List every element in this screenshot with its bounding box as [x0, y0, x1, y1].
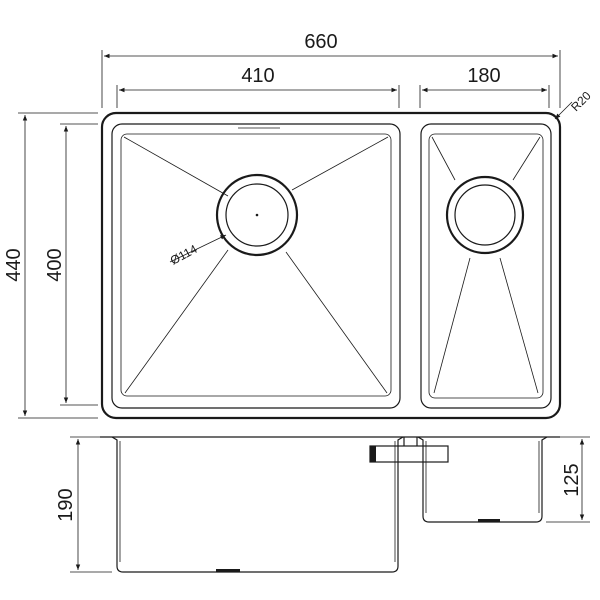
small-drain-outer	[445, 175, 525, 255]
small-bowl-width-label: 180	[467, 65, 500, 87]
main-drain-inner	[225, 183, 289, 247]
overall-depth-label: 440	[3, 248, 25, 281]
small-bowl	[420, 123, 552, 409]
drain-diameter-label: Ø114	[168, 242, 200, 268]
overflow-pipe	[369, 445, 449, 463]
main-drain-outer	[215, 173, 299, 257]
main-bowl: Ø114	[111, 123, 401, 409]
corner-radius-label: R20	[568, 88, 594, 114]
side-dimensions: 190 125	[55, 436, 590, 573]
top-view: Ø114	[100, 111, 562, 420]
bowl-depth-label: 400	[44, 248, 66, 281]
small-bowl-section	[417, 436, 548, 523]
side-view	[100, 436, 560, 573]
small-drain-inner	[454, 184, 516, 246]
radius-leader	[554, 101, 573, 120]
sink-outline	[100, 111, 562, 420]
small-bowl-height-label: 125	[561, 463, 583, 496]
main-bowl-width-label: 410	[241, 65, 274, 87]
overall-width-label: 660	[304, 31, 337, 53]
drain-diameter-leader	[169, 234, 227, 263]
vertical-dimensions: 440 400	[3, 112, 98, 419]
main-bowl-section	[111, 436, 404, 573]
main-bowl-height-label: 190	[55, 488, 77, 521]
horizontal-dimensions: 660 410 180 R20	[101, 31, 594, 120]
